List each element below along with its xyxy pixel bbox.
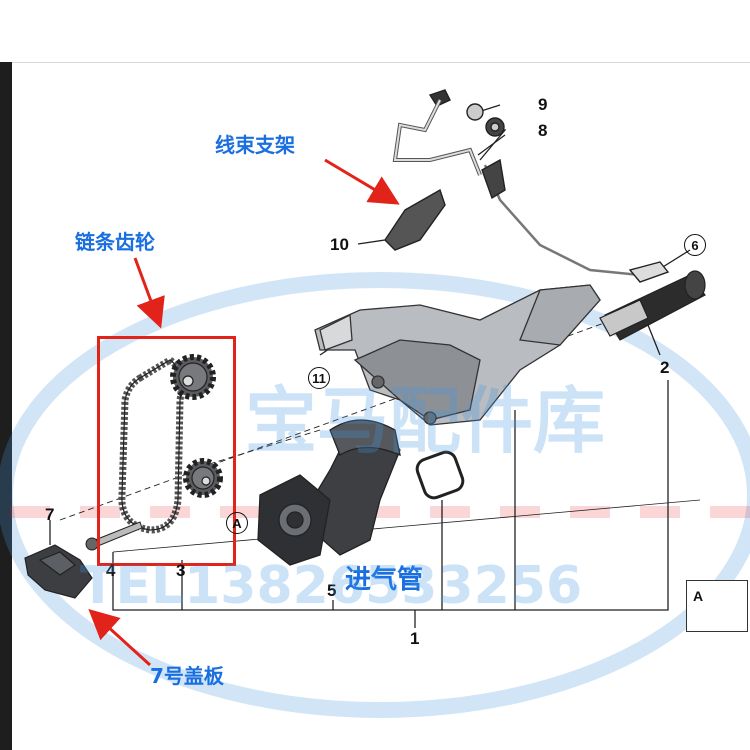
callout-6: 6 bbox=[684, 234, 706, 256]
watermark-title: 宝马配件库 bbox=[245, 379, 606, 463]
watermark-ellipse bbox=[0, 272, 750, 718]
oil-pump-housing bbox=[314, 284, 601, 426]
callout-11: 11 bbox=[308, 367, 330, 389]
annotation-intake-pipe: 进气管 bbox=[345, 565, 424, 595]
callout-2: 2 bbox=[660, 358, 670, 377]
detail-inset-label: A bbox=[693, 588, 704, 604]
callout-8: 8 bbox=[538, 121, 548, 140]
annotation-chain-sprocket: 链条齿轮 bbox=[75, 230, 155, 254]
callout-5: 5 bbox=[327, 581, 337, 600]
callout-7: 7 bbox=[45, 505, 55, 524]
annotation-arrows bbox=[88, 158, 400, 667]
callout-10: 10 bbox=[330, 235, 349, 254]
left-edge-bar bbox=[0, 62, 12, 750]
wire-harness bbox=[384, 89, 670, 283]
sprocket-upper bbox=[170, 354, 216, 400]
intake-gasket bbox=[415, 450, 465, 500]
sprocket-lower bbox=[183, 458, 223, 498]
callout-3: 3 bbox=[176, 561, 186, 580]
detail-ref-a: A bbox=[226, 512, 248, 534]
callout-1: 1 bbox=[410, 629, 420, 648]
sprocket-highlight-box bbox=[97, 336, 236, 566]
annotation-cover-plate: 7号盖板 bbox=[150, 664, 224, 688]
top-divider bbox=[12, 62, 750, 63]
control-solenoid bbox=[599, 270, 706, 341]
watermark-phone: TEL13826533256 bbox=[80, 556, 583, 616]
callout-4: 4 bbox=[106, 561, 116, 580]
cover-plate-part bbox=[24, 544, 93, 599]
callout-9: 9 bbox=[538, 95, 548, 114]
intake-pipe bbox=[257, 419, 401, 566]
annotation-harness-bracket: 线束支架 bbox=[215, 133, 295, 157]
detail-inset-a: A bbox=[686, 580, 748, 632]
